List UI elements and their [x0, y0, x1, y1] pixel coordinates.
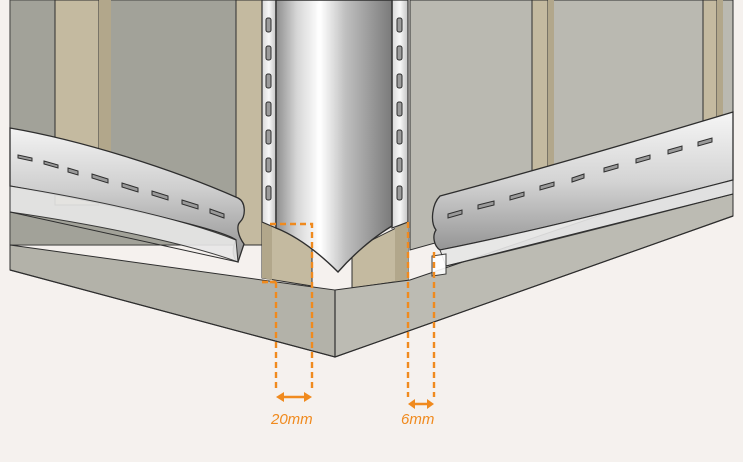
outer-corner-post: [275, 0, 393, 274]
dimension-label-6mm: 6mm: [401, 411, 434, 428]
dimension-6mm: [406, 222, 436, 409]
nail-slots-left: [17, 154, 225, 219]
flange-slots-left: [265, 17, 272, 201]
flange-slots-right: [396, 17, 403, 201]
starter-rail-left: [9, 127, 245, 264]
starter-rail-right: [431, 111, 734, 277]
dimension-label-20mm: 20mm: [270, 411, 313, 428]
dimension-20mm: [262, 222, 314, 402]
corner-stud-right: [351, 221, 409, 289]
stud-right-1: [531, 0, 554, 189]
nail-slots-right: [447, 137, 713, 219]
